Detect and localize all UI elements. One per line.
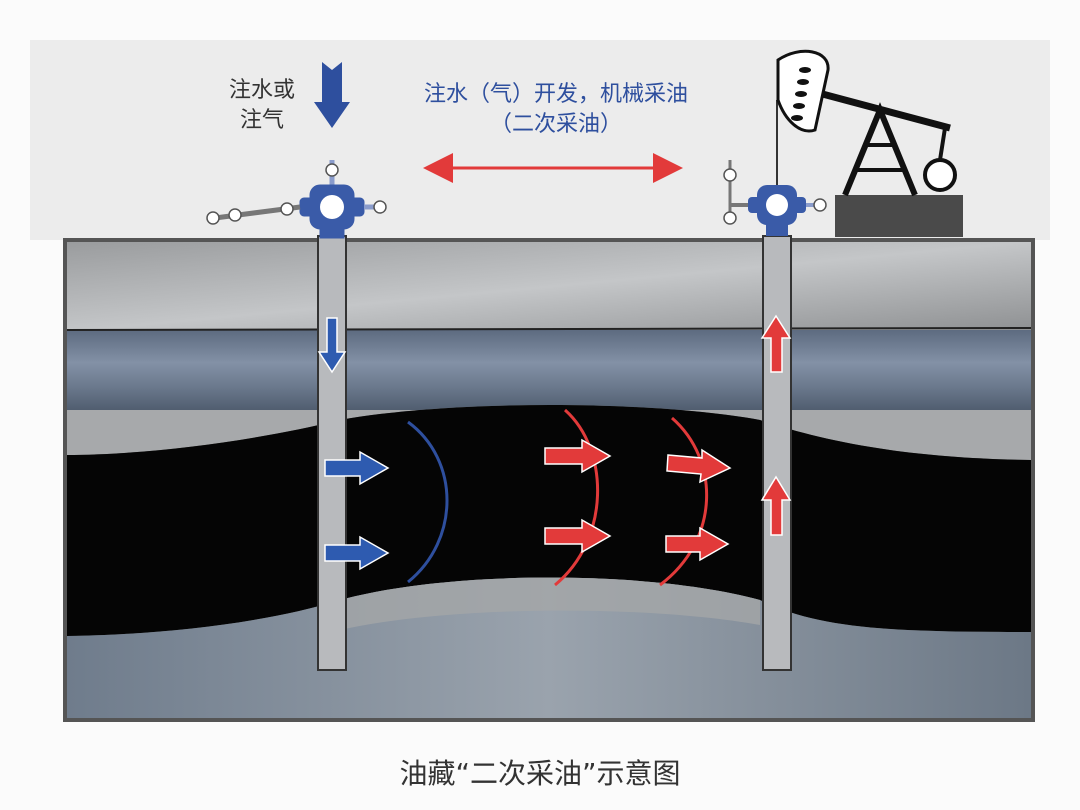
water-front-curve: [407, 420, 449, 584]
down-flow-arrow-icon: [317, 317, 347, 374]
injection-flow-arrows: [317, 317, 390, 571]
injection-wellhead-icon: [206, 160, 387, 239]
inject-label-line2: 注气: [240, 108, 284, 133]
method-label-line2: （二次采油）: [490, 112, 622, 137]
inject-label-line1: 注水或: [229, 78, 295, 103]
top-rock-layer: [67, 242, 1031, 332]
right-flow-arrow-icon: [665, 526, 730, 562]
cross-section: [63, 238, 1035, 722]
production-wellhead-icon: [723, 100, 827, 236]
right-flow-arrow-icon: [666, 448, 732, 484]
right-flow-arrow-icon: [324, 535, 390, 571]
oil-flow-arrows: [544, 314, 792, 587]
oil-front-curve: [554, 408, 600, 587]
oil-front-curve: [659, 416, 709, 587]
figure-caption: 油藏“二次采油”示意图: [399, 757, 681, 790]
inject-down-arrow-icon: [314, 62, 350, 128]
right-flow-arrow-icon: [544, 438, 612, 474]
right-flow-arrow-icon: [544, 518, 612, 554]
up-flow-arrow-icon: [760, 475, 792, 536]
production-well: [762, 235, 792, 671]
method-label-line1: 注水（气）开发，机械采油: [424, 82, 688, 107]
up-flow-arrow-icon: [760, 314, 792, 373]
right-flow-arrow-icon: [324, 450, 390, 486]
injection-well: [317, 235, 347, 671]
blue-rock-layer: [67, 330, 1031, 412]
pump-jack-icon: [776, 49, 963, 237]
